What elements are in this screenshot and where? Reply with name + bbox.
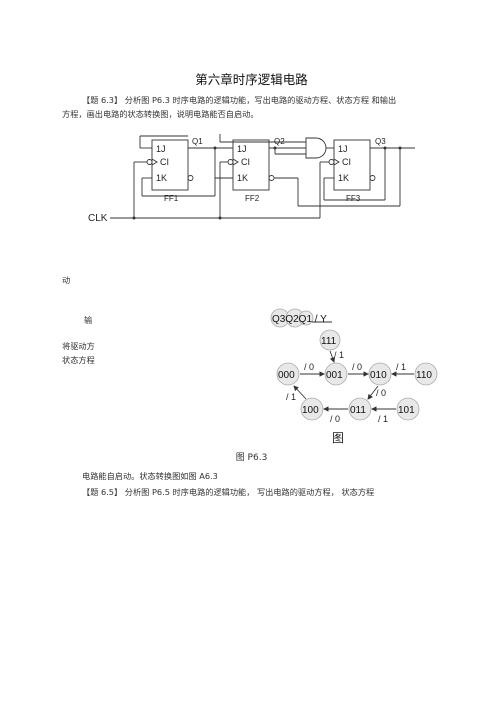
fragment-dong: 动 [62,275,71,285]
state-100: 100 [302,405,319,416]
state-001: 001 [326,370,343,381]
edge-label-3: / 0 [352,362,362,372]
ff3-label: FF3 [346,194,361,203]
conclusion-text: 电路能自启动。状态转换图如图 A6.3 [82,471,218,481]
ff2-k-label: 1K [237,173,248,183]
state-010: 010 [370,370,387,381]
state-header: Q3Q2Q1 / Y [272,314,327,325]
edge-label-8: / 1 [378,414,388,424]
edge-label-7: / 0 [330,414,340,424]
state-000: 000 [278,370,295,381]
chapter-title: 第六章时序逻辑电路 [195,72,308,87]
q3-label: Q3 [375,137,386,146]
ff2-j-label: 1J [237,144,247,154]
diagram-caption-char: 图 [332,431,344,445]
ff3-k-label: 1K [338,173,349,183]
fragment-jiang: 将驱动方 [62,341,95,351]
state-110: 110 [416,370,432,381]
state-111: 111 [321,336,337,347]
edge-label-4: / 1 [396,362,406,372]
edge-label-1: / 1 [334,350,344,360]
ff1-k-label: 1K [156,173,167,183]
state-011: 011 [350,405,366,416]
fragment-zhuangtai: 状态方程 [62,355,95,365]
ff2-c-label: CI [241,157,250,167]
state-101: 101 [398,405,415,416]
ff3-c-label: CI [342,157,351,167]
fragment-shu: 输 [84,315,93,325]
clk-label: CLK [88,213,108,224]
ff1-j-label: 1J [156,144,166,154]
state-diagram: Q3Q2Q1 / Y 111 000 001 010 110 100 011 1… [270,308,438,445]
problem-6-3-line2: 方程，画出电路的状态转换图，说明电路能否自启动。 [62,109,259,119]
q1-label: Q1 [192,137,203,146]
edge-label-6: / 1 [286,392,296,402]
edge-label-2: / 0 [304,362,314,372]
q2-label: Q2 [274,137,285,146]
figure-caption: 图 P6.3 [235,453,268,463]
circuit-diagram: 1J CI 1K 1J CI 1K 1J CI 1K FF1 FF2 FF3 Q… [88,134,415,224]
ff2-label: FF2 [245,194,260,203]
ff3-j-label: 1J [338,144,348,154]
ff1-c-label: CI [160,157,169,167]
ff1-label: FF1 [164,194,179,203]
problem-6-5-text: 【题 6.5】 分析图 P6.5 时序电路的逻辑功能， 写出电路的驱动方程， 状… [82,487,375,497]
edge-label-5: / 0 [376,388,386,398]
problem-6-3-line1: 【题 6.3】 分析图 P6.3 时序电路的逻辑功能，写出电路的驱动方程、状态方… [82,95,397,105]
